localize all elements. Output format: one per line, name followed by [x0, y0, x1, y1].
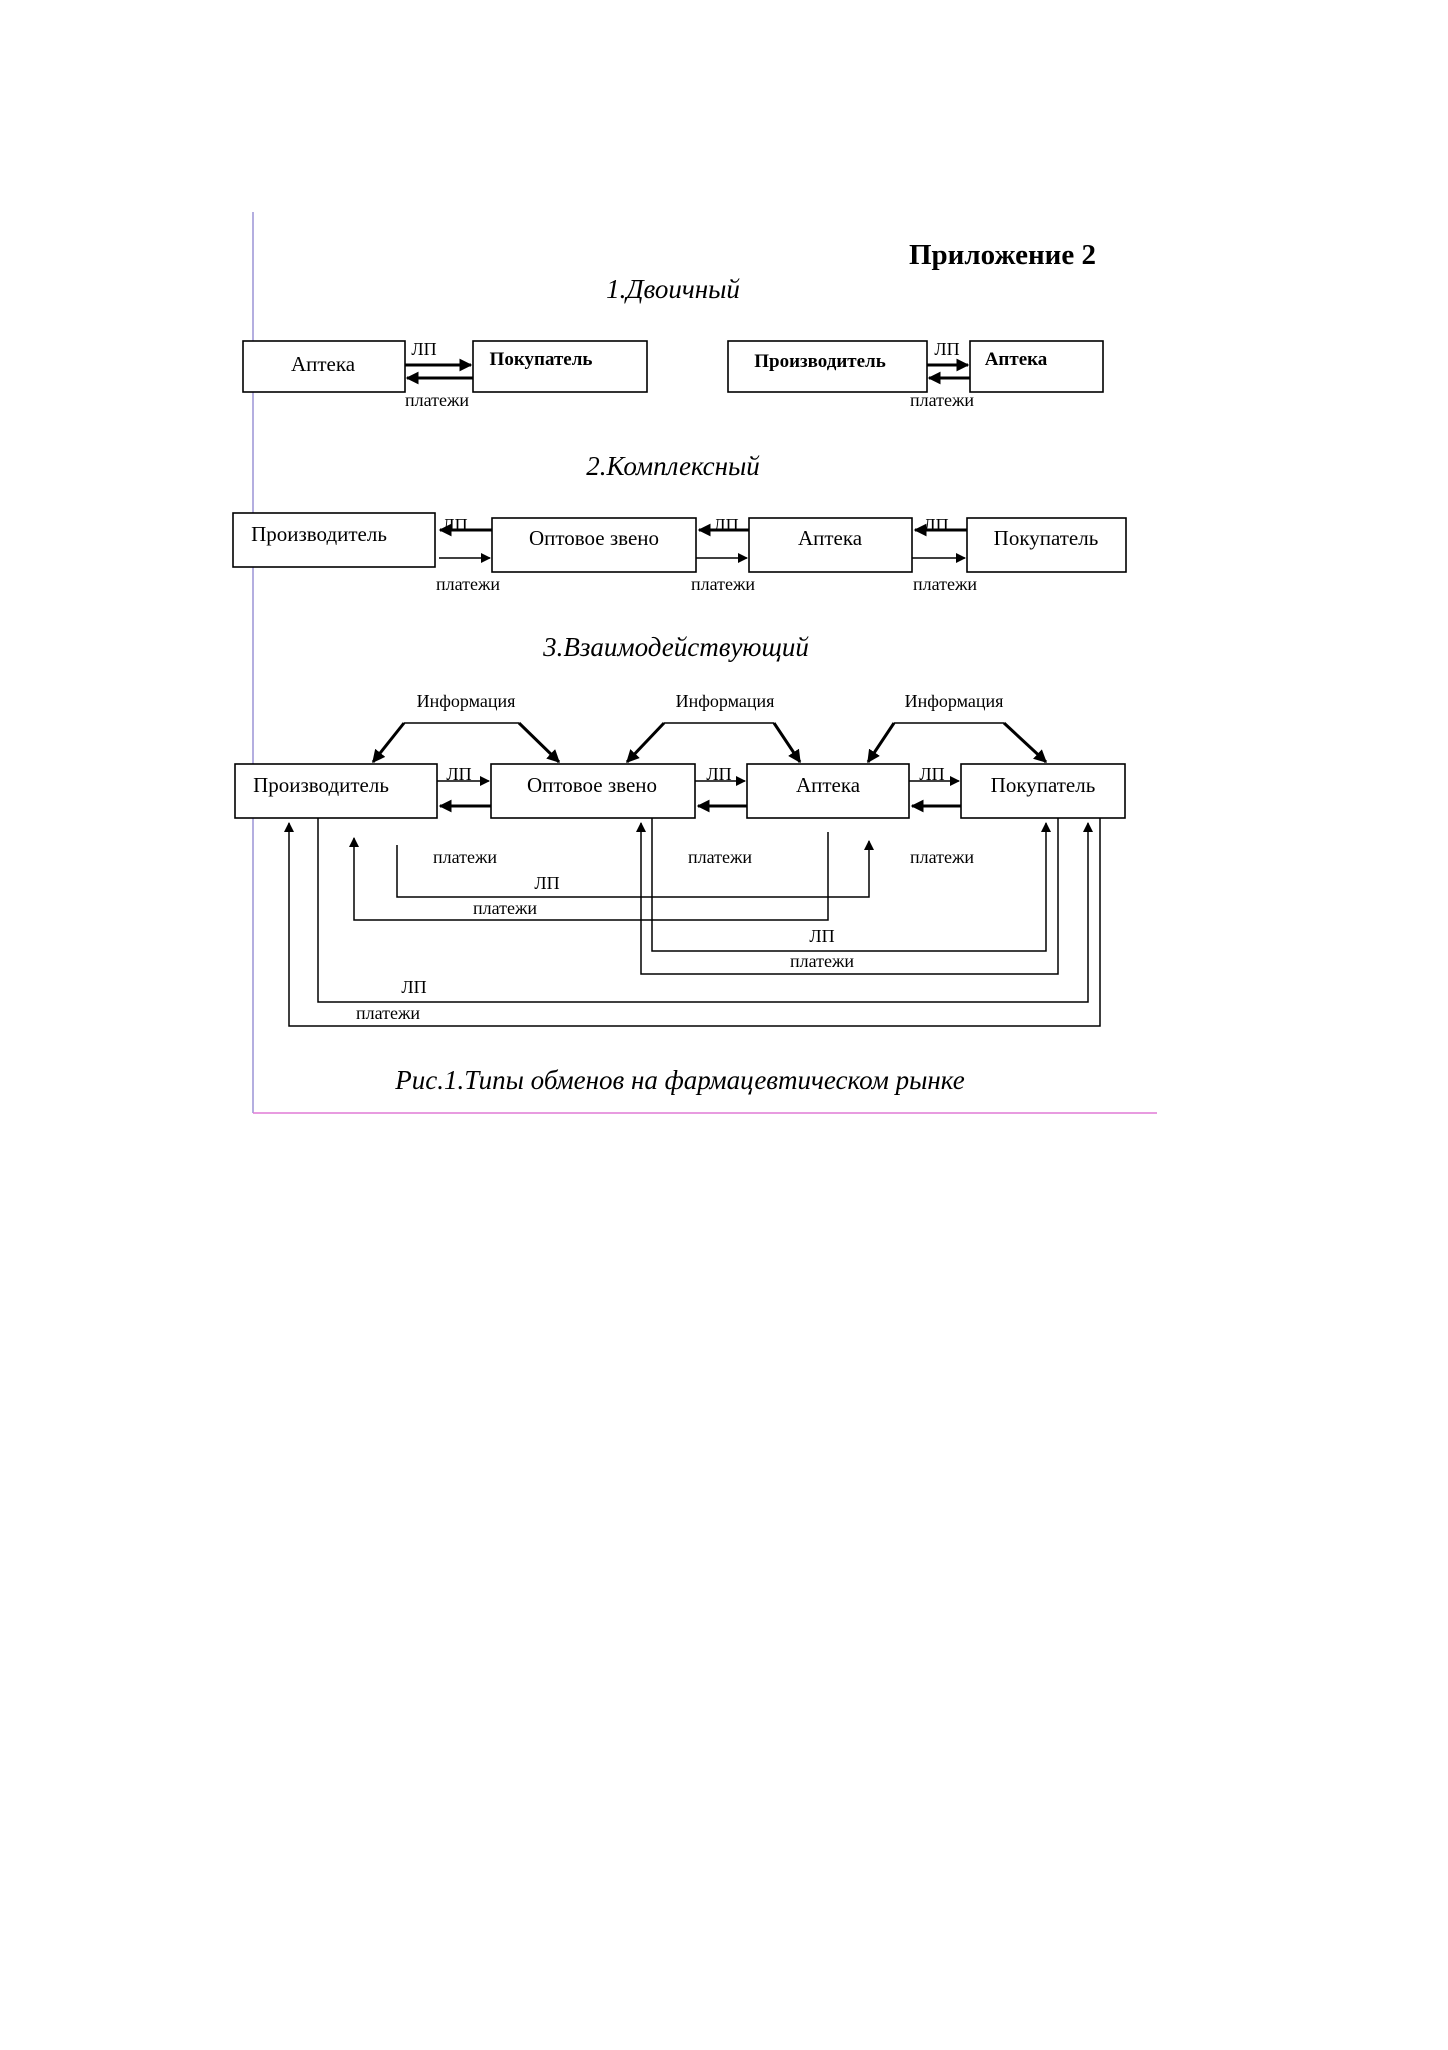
complex-link1-payments-label: платежи	[436, 574, 500, 594]
link2-goods-label: ЛП	[706, 764, 731, 784]
loop-c-payments-arrow	[284, 818, 1101, 1027]
loop-c-goods-arrow	[317, 818, 1093, 1003]
complex-box-buyer	[966, 517, 1127, 573]
complex-link3-payments-label: платежи	[913, 574, 977, 594]
binary-left-payments-label: платежи	[405, 390, 469, 410]
info-arrow-2-right	[772, 722, 802, 764]
binary-right-payments-label: платежи	[910, 390, 974, 410]
info-label-3: Информация	[905, 691, 1004, 711]
interactive-network: Производитель Оптовое звено Аптека Покуп…	[234, 691, 1126, 1027]
appendix-title: Приложение 2	[909, 239, 1096, 271]
binary-left-box-buyer-label: Покупатель	[490, 349, 593, 370]
complex-link2-payments-label: платежи	[691, 574, 755, 594]
binary-right-box-pharmacy	[969, 340, 1104, 393]
loop-b-payments-label: платежи	[790, 951, 854, 971]
link3-goods-label: ЛП	[919, 764, 944, 784]
figure-caption: Рис.1.Типы обменов на фармацевтическом р…	[394, 1065, 964, 1095]
section-heading-binary: 1.Двоичный	[606, 274, 740, 304]
info-arrow-3-left	[866, 722, 896, 764]
payments-label-1: платежи	[433, 847, 497, 867]
binary-left-box-pharmacy-label: Аптека	[291, 352, 356, 376]
interactive-box-wholesale-label: Оптовое звено	[527, 773, 657, 797]
binary-right-goods-label: ЛП	[934, 339, 959, 359]
binary-right-box-producer-label: Производитель	[754, 351, 886, 372]
interactive-box-buyer	[960, 763, 1126, 819]
info-arrow-1-left	[371, 722, 406, 764]
info-arrow-2-left	[625, 721, 666, 764]
complex-box-wholesale-label: Оптовое звено	[529, 526, 659, 550]
loop-a-payments-label: платежи	[473, 898, 537, 918]
complex-link3-goods-label: ЛП	[923, 515, 948, 535]
binary-right-box-pharmacy-label: Аптека	[985, 349, 1048, 370]
interactive-box-wholesale	[490, 763, 696, 819]
interactive-box-producer	[234, 763, 438, 819]
complex-link2-goods-label: ЛП	[713, 515, 738, 535]
loop-a-goods-arrow	[396, 840, 874, 898]
complex-link1-goods-label: ЛП	[442, 515, 467, 535]
loop-a-goods-label: ЛП	[534, 873, 559, 893]
complex-box-pharmacy-label: Аптека	[798, 526, 863, 550]
binary-right-exchange: Производитель Аптека ЛП платежи	[727, 339, 1104, 410]
loop-c-payments-label: платежи	[356, 1003, 420, 1023]
payments-label-2: платежи	[688, 847, 752, 867]
binary-left-goods-label: ЛП	[411, 339, 436, 359]
complex-chain: Производитель Оптовое звено Аптека Покуп…	[232, 512, 1127, 594]
payments-label-3: платежи	[910, 847, 974, 867]
complex-box-producer-label: Производитель	[251, 522, 387, 546]
info-label-2: Информация	[676, 691, 775, 711]
info-arrow-1-right	[517, 721, 561, 764]
info-arrow-3-right	[1002, 721, 1048, 764]
binary-left-box-pharmacy	[242, 340, 406, 393]
section-heading-complex: 2.Комплексный	[586, 451, 760, 481]
loop-b-goods-arrow	[651, 818, 1051, 952]
loop-b-payments-arrow	[636, 818, 1059, 975]
binary-right-box-producer	[727, 340, 928, 393]
complex-box-producer	[232, 512, 436, 568]
info-label-1: Информация	[417, 691, 516, 711]
section-heading-interactive: 3.Взаимодействующий	[542, 632, 809, 662]
interactive-box-producer-label: Производитель	[253, 773, 389, 797]
interactive-box-pharmacy-label: Аптека	[796, 773, 861, 797]
link1-goods-label: ЛП	[446, 764, 471, 784]
loop-c-goods-label: ЛП	[401, 977, 426, 997]
complex-box-pharmacy	[748, 517, 913, 573]
interactive-box-pharmacy	[746, 763, 910, 819]
loop-b-goods-label: ЛП	[809, 926, 834, 946]
complex-box-wholesale	[491, 517, 697, 573]
complex-box-buyer-label: Покупатель	[994, 526, 1099, 550]
interactive-box-buyer-label: Покупатель	[991, 773, 1096, 797]
loop-a-payments-arrow	[349, 832, 829, 921]
binary-left-exchange: Аптека Покупатель ЛП платежи	[242, 339, 648, 410]
binary-left-box-buyer	[472, 340, 648, 393]
